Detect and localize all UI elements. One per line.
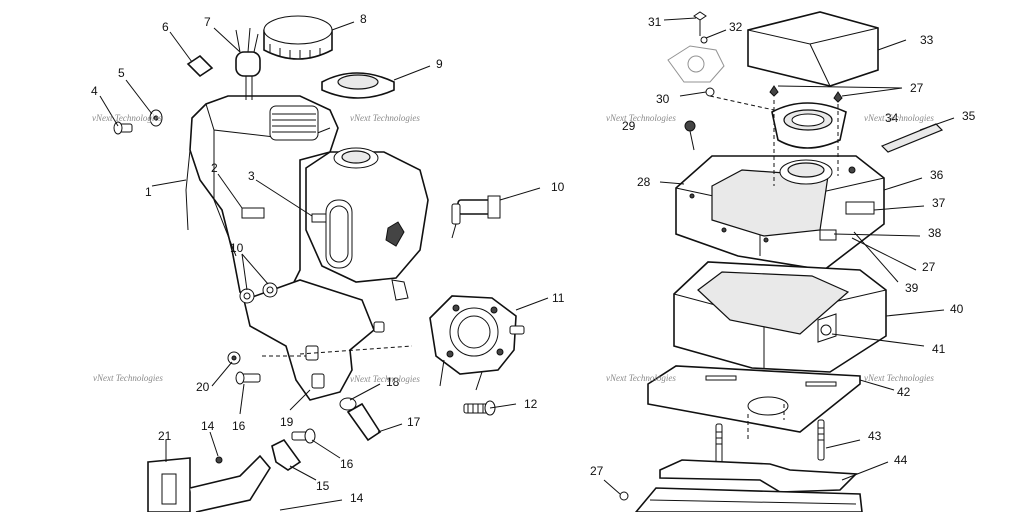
callout-17: 17 [407, 415, 421, 429]
watermark-7: vNext Technologies [606, 373, 676, 383]
wire-clip [186, 54, 214, 78]
frame-bracket [147, 454, 271, 512]
callout-31: 31 [648, 15, 662, 29]
latch-29 [684, 120, 696, 151]
callout-28: 28 [637, 175, 651, 189]
callout-14-upper: 14 [201, 419, 215, 433]
cap-gasket [321, 72, 395, 99]
callout-37: 37 [932, 196, 946, 210]
bolt-12 [463, 400, 496, 416]
grommet-30 [705, 87, 715, 97]
brand-logo [385, 221, 405, 247]
intake-boot [771, 102, 847, 149]
callout-20: 20 [196, 380, 210, 394]
watermark-3: vNext Technologies [93, 373, 163, 383]
base-gasket [659, 459, 858, 493]
callout-10-grommet: 10 [230, 241, 244, 255]
callout-8: 8 [360, 12, 367, 26]
callout-42: 42 [897, 385, 911, 399]
tank-lower-bracket [243, 279, 375, 401]
callout-41: 41 [932, 342, 946, 356]
callout-labels: 1 2 3 4 5 6 7 8 9 10 10 11 12 14 14 15 1… [91, 12, 976, 505]
watermark-4: vNext Technologies [350, 374, 420, 384]
callout-7: 7 [204, 15, 211, 29]
watermark-1: vNext Technologies [92, 113, 162, 123]
callout-33: 33 [920, 33, 934, 47]
bolt-4-5 [113, 109, 163, 135]
clip-14 [215, 456, 223, 464]
faded-bracket [667, 45, 725, 83]
fuel-tank-body [189, 95, 339, 301]
filler-neck [269, 105, 319, 141]
callout-3: 3 [248, 169, 255, 183]
callout-21: 21 [158, 429, 172, 443]
callout-27-lid: 27 [922, 260, 936, 274]
callout-32: 32 [729, 20, 743, 34]
callout-15: 15 [316, 479, 330, 493]
callout-1: 1 [145, 185, 152, 199]
screw-31 [693, 11, 708, 44]
decal-2 [241, 207, 265, 219]
callout-11: 11 [552, 291, 565, 305]
callout-2: 2 [211, 161, 218, 175]
watermark-5: vNext Technologies [606, 113, 676, 123]
airbox-lid [675, 155, 885, 271]
watermark-8: vNext Technologies [864, 373, 934, 383]
fuel-tank-assembly [185, 95, 429, 401]
callout-36: 36 [930, 168, 944, 182]
clip-27 [619, 491, 629, 501]
callout-27-clip: 27 [590, 464, 604, 478]
leader-lines-left [99, 21, 549, 511]
watermark-6: vNext Technologies [864, 113, 934, 123]
callout-16-left: 16 [232, 419, 246, 433]
bracket-15 [271, 438, 302, 471]
bottom-tray [634, 487, 863, 512]
callout-40: 40 [950, 302, 964, 316]
bolt-16-20 [227, 351, 316, 444]
callout-39: 39 [905, 281, 919, 295]
callout-12: 12 [524, 397, 538, 411]
fuel-cap [263, 15, 333, 60]
callout-44: 44 [894, 453, 908, 467]
callout-4: 4 [91, 84, 98, 98]
callout-6: 6 [162, 20, 169, 34]
fuel-pump [429, 295, 525, 391]
watermarks: vNext Technologies vNext Technologies vN… [92, 113, 934, 384]
leader-lines-right [603, 17, 955, 495]
fuel-fitting [339, 397, 382, 442]
strap [880, 123, 944, 153]
callout-5: 5 [118, 66, 125, 80]
callout-14-lower: 14 [350, 491, 364, 505]
callout-10-petcock: 10 [551, 180, 565, 194]
callout-43: 43 [868, 429, 882, 443]
callout-34: 34 [885, 111, 899, 125]
callout-18: 18 [386, 375, 400, 389]
callout-29: 29 [622, 119, 636, 133]
pin-27-b [833, 91, 843, 103]
callout-35: 35 [962, 109, 976, 123]
airbox-base [673, 261, 887, 373]
air-filter [747, 11, 879, 87]
callout-19: 19 [280, 415, 294, 429]
decal-3 [311, 213, 327, 223]
pin-27-a [769, 85, 779, 97]
callout-30: 30 [656, 92, 670, 106]
studs [715, 419, 825, 465]
callout-38: 38 [928, 226, 942, 240]
callout-16-right: 16 [340, 457, 354, 471]
watermark-2: vNext Technologies [350, 113, 420, 123]
fuel-petcock [451, 195, 501, 239]
mounting-plate [647, 365, 861, 433]
fuel-sender [235, 27, 261, 100]
callout-9: 9 [436, 57, 443, 71]
callout-27-pins: 27 [910, 81, 924, 95]
